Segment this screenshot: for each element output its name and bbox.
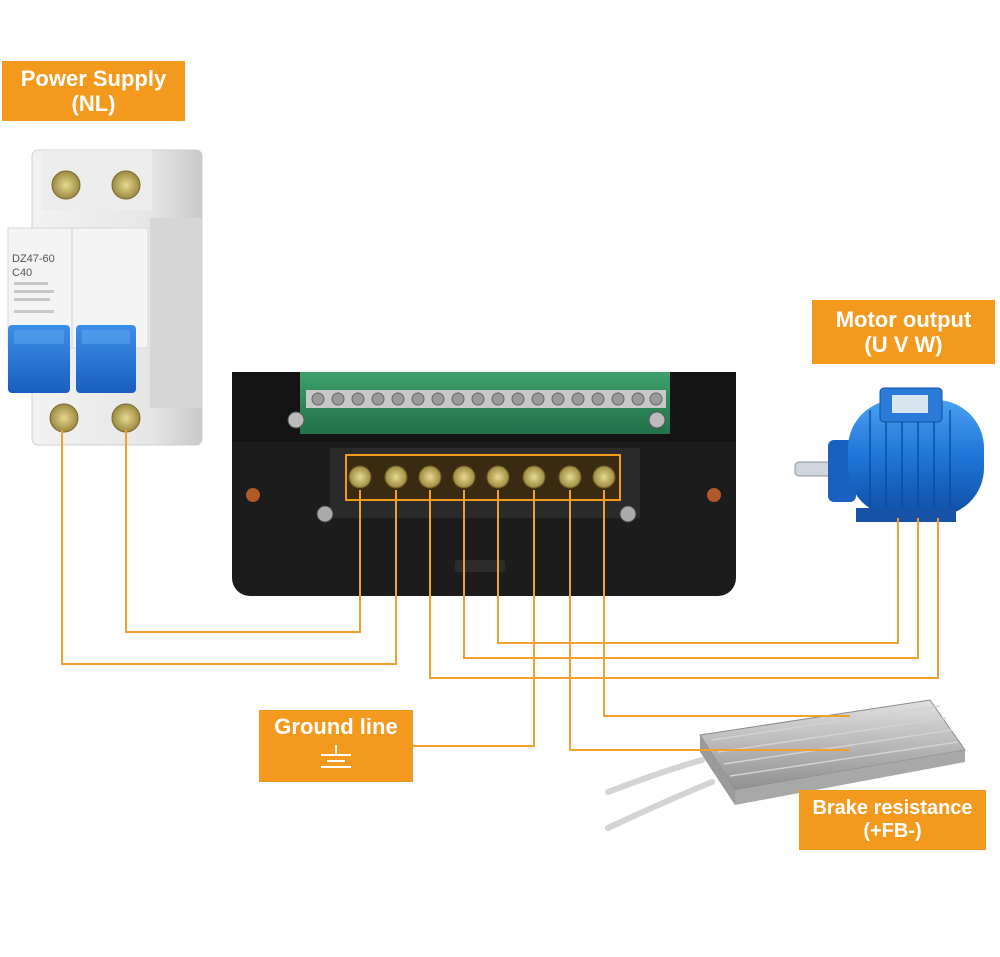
motor-output-label: Motor output (U V W) — [812, 300, 995, 364]
wire-ground — [413, 490, 535, 747]
wire-brake-minus — [569, 490, 850, 751]
power-supply-label: Power Supply (NL) — [2, 61, 185, 121]
ground-symbol-icon — [321, 745, 351, 769]
electric-motor — [794, 387, 984, 522]
power-supply-label-line2: (NL) — [71, 91, 116, 116]
brake-resistor — [605, 699, 966, 831]
wire-power-l — [125, 430, 361, 633]
wire-motor-v — [463, 490, 919, 659]
wires — [61, 430, 939, 751]
circuit-breaker: DZ47-60 C40 — [7, 149, 203, 446]
power-supply-label-line1: Power Supply — [20, 65, 167, 91]
inverter-enclosure — [232, 372, 736, 596]
control-terminals — [306, 390, 666, 408]
breaker-rating: C40 — [12, 267, 32, 279]
wire-motor-u — [497, 490, 899, 644]
wire-brake-plus — [603, 490, 850, 717]
ground-line-label: Ground line — [259, 710, 413, 782]
breaker-model: DZ47-60 — [12, 253, 55, 265]
wire-motor-w — [429, 490, 939, 679]
motor-output-label-line1: Motor output — [835, 306, 972, 332]
ground-line-label-line1: Ground line — [274, 714, 398, 739]
brake-resistance-label-line1: Brake resistance — [812, 797, 973, 819]
power-terminal-block — [345, 454, 621, 501]
wire-power-n — [61, 430, 397, 665]
brake-resistance-label: Brake resistance (+FB-) — [799, 790, 986, 850]
motor-output-label-line2: (U V W) — [864, 332, 943, 357]
brake-resistance-label-line2: (+FB-) — [863, 820, 922, 842]
